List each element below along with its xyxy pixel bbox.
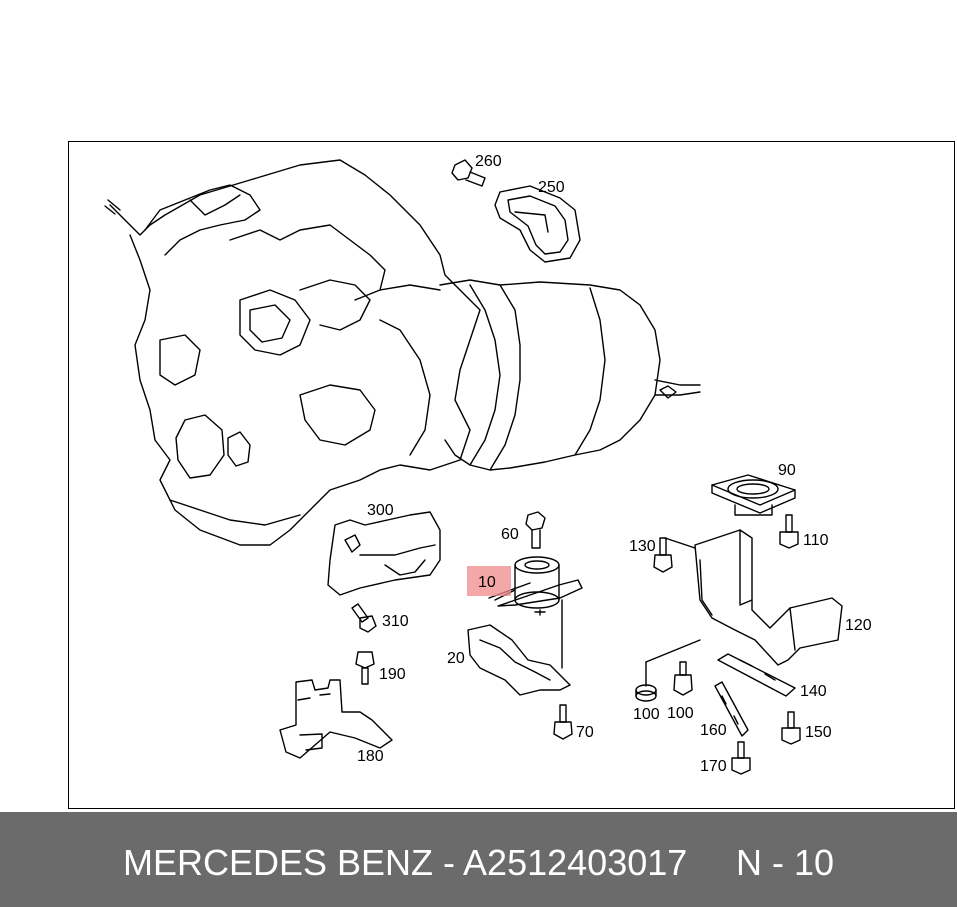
callout-120: 120 [845, 617, 872, 634]
callout-310: 310 [382, 613, 409, 630]
callout-10: 10 [478, 574, 496, 591]
mount-pad-90 [711, 474, 796, 516]
callout-110: 110 [803, 532, 829, 549]
callout-70: 70 [576, 724, 594, 741]
bracket-180 [279, 679, 393, 759]
callout-10-highlight [467, 566, 511, 596]
callout-140: 140 [800, 683, 827, 700]
bolt-70 [553, 704, 573, 740]
bolt-100 [673, 661, 693, 696]
bracket-300 [327, 511, 441, 596]
cover-250 [494, 185, 581, 263]
transmission-drawing [439, 279, 701, 471]
bolt-130 [653, 537, 673, 573]
callout-100b: 100 [667, 705, 694, 722]
footer-banner: MERCEDES BENZ - A2512403017 N - 10 [0, 812, 957, 907]
callout-180: 180 [357, 748, 384, 765]
callout-100a: 100 [633, 706, 660, 723]
support-bracket-120 [645, 529, 843, 666]
washer-100 [635, 661, 657, 702]
callout-90: 90 [778, 462, 796, 479]
diagram-frame [68, 141, 955, 809]
footer-diagram-ref: N - 10 [736, 842, 835, 883]
bolt-260 [451, 159, 486, 187]
strip-140 [717, 653, 796, 697]
heat-shield-20 [467, 624, 571, 696]
bolt-110 [779, 514, 799, 549]
bolt-190 [355, 651, 375, 685]
callout-160: 160 [700, 722, 727, 739]
callout-260: 260 [475, 153, 502, 170]
callout-190: 190 [379, 666, 406, 683]
callout-300: 300 [367, 502, 394, 519]
bolt-60 [525, 511, 546, 549]
callout-60: 60 [501, 526, 519, 543]
footer-brand-part-number: MERCEDES BENZ - A2512403017 [123, 842, 688, 883]
bolt-170 [731, 741, 751, 775]
engine-drawing [104, 159, 481, 546]
callout-250: 250 [538, 179, 565, 196]
callout-130: 130 [629, 538, 656, 555]
callout-170: 170 [700, 758, 727, 775]
engine-mount-10 [494, 556, 583, 669]
callout-150: 150 [805, 724, 832, 741]
bolt-310 [351, 603, 377, 633]
bolt-150 [781, 711, 801, 745]
strut-160 [714, 681, 749, 737]
callout-20: 20 [447, 650, 465, 667]
